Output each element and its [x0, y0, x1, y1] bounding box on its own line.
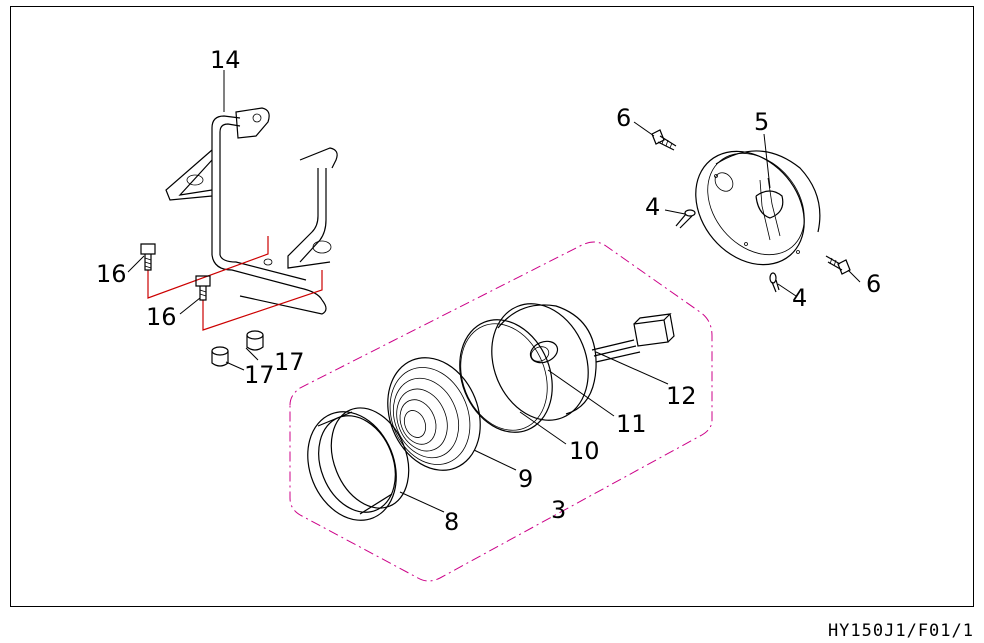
callout-16-lower: 16 — [146, 303, 177, 331]
headlight-case — [695, 150, 821, 266]
callout-8: 8 — [444, 508, 459, 536]
spacer-17-left — [211, 346, 229, 367]
screw-6-lower — [825, 255, 851, 275]
callout-5: 5 — [754, 108, 769, 136]
callout-9: 9 — [518, 465, 533, 493]
callout-6-upper: 6 — [616, 104, 631, 132]
callout-16-upper: 16 — [96, 260, 127, 288]
callout-6-lower: 6 — [866, 270, 881, 298]
headlight-bracket — [165, 107, 338, 315]
bolt-16-lower — [195, 275, 211, 301]
headlight-lens — [387, 357, 481, 471]
screw-4-upper — [675, 209, 696, 229]
callout-3: 3 — [551, 496, 566, 524]
bolt-16-upper — [140, 243, 156, 271]
headlight-gasket — [459, 319, 553, 433]
callout-17-right: 17 — [274, 348, 305, 376]
callout-4-lower: 4 — [792, 284, 807, 312]
callout-4-upper: 4 — [645, 193, 660, 221]
callout-17-left: 17 — [244, 361, 275, 389]
spacer-17-right — [246, 330, 264, 351]
screw-4-lower — [769, 272, 780, 293]
callout-14: 14 — [210, 46, 241, 74]
callout-11: 11 — [616, 410, 647, 438]
headlight-rim — [307, 407, 410, 521]
leader-lines — [127, 70, 861, 513]
callout-10: 10 — [569, 437, 600, 465]
drawing-frame — [10, 6, 974, 607]
drawing-reference: HY150J1/F01/1 — [827, 621, 974, 641]
assembly-outline — [289, 241, 713, 582]
callout-12: 12 — [666, 382, 697, 410]
screw-6-upper — [651, 129, 677, 151]
callout-labels: 14 16 16 17 17 6 5 4 6 4 12 11 10 9 3 8 — [96, 46, 881, 536]
